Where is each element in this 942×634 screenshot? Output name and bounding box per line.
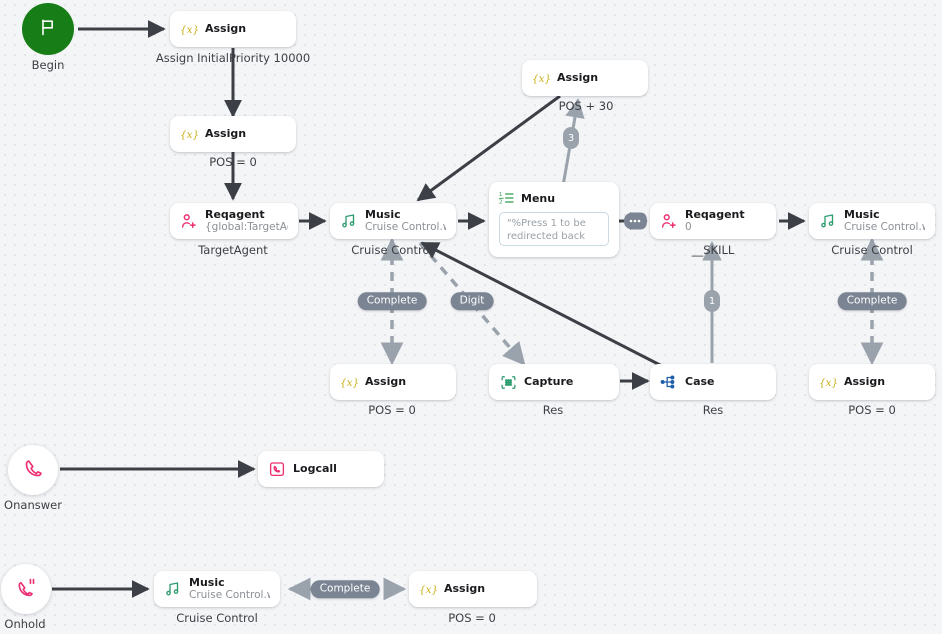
node-menu[interactable]: 1 2 Menu "%Press 1 to be redirected back… xyxy=(489,182,619,257)
capture-icon xyxy=(499,373,517,391)
node-title: Capture xyxy=(524,376,574,388)
node-title: Music xyxy=(365,208,401,221)
node-onanswer[interactable] xyxy=(8,445,58,495)
node-capture-res[interactable]: Capture xyxy=(489,364,619,400)
node-begin-caption: Begin xyxy=(31,58,65,72)
node-title: Music xyxy=(844,208,880,221)
node-begin[interactable] xyxy=(22,3,74,55)
edge-label-complete-right: Complete xyxy=(837,292,907,310)
node-capture-caption: Res xyxy=(542,403,564,417)
node-title: Reqagent xyxy=(205,208,265,221)
node-title: Assign xyxy=(365,376,407,388)
node-logcall[interactable]: Logcall xyxy=(258,451,384,487)
node-title: Menu xyxy=(521,191,556,205)
node-reqagent1-caption: TargetAgent xyxy=(198,243,268,257)
music-icon xyxy=(340,212,358,230)
reqagent-icon xyxy=(660,212,678,230)
node-subtitle: Cruise Control.wav xyxy=(365,220,446,233)
node-subtitle: 0 xyxy=(685,220,692,233)
node-title: Assign xyxy=(205,128,247,140)
node-assign-pos-zero-4[interactable]: {x} Assign xyxy=(409,571,537,607)
node-music-cruise-control-2[interactable]: Music Cruise Control.wav xyxy=(809,203,935,239)
node-subtitle: Cruise Control.wav xyxy=(189,588,270,601)
phone-hold-icon xyxy=(16,577,37,602)
svg-text:{x}: {x} xyxy=(419,583,437,595)
assign-icon: {x} xyxy=(532,69,550,87)
svg-text:{x}: {x} xyxy=(532,72,550,84)
assign-icon: {x} xyxy=(340,373,358,391)
node-title: Assign xyxy=(444,583,486,595)
edge-label-digit: Digit xyxy=(450,292,494,310)
node-reqagent-targetagent[interactable]: Reqagent {global:TargetAgent} xyxy=(170,203,298,239)
node-assign-pos30-caption: POS + 30 xyxy=(558,99,614,113)
node-title: Logcall xyxy=(293,463,337,475)
node-assign5-caption: POS = 0 xyxy=(448,611,496,625)
node-assign-pos-zero-1[interactable]: {x} Assign xyxy=(170,116,296,152)
node-title: Assign xyxy=(844,376,886,388)
node-subtitle: {global:TargetAgent} xyxy=(205,220,288,233)
node-onhold[interactable] xyxy=(1,564,51,614)
logcall-icon xyxy=(268,460,286,478)
case-icon xyxy=(660,373,678,391)
node-onhold-caption: Onhold xyxy=(4,617,46,631)
node-music3-caption: Cruise Control xyxy=(176,611,258,625)
node-assign3-caption: POS = 0 xyxy=(368,403,416,417)
node-reqagent2-caption: __SKILL xyxy=(691,243,735,257)
node-music-cruise-control-1[interactable]: Music Cruise Control.wav xyxy=(330,203,456,239)
node-title: Music xyxy=(189,576,225,589)
node-music-cruise-control-3[interactable]: Music Cruise Control.wav xyxy=(154,571,280,607)
svg-text:{x}: {x} xyxy=(340,376,358,388)
edge-badge-1: 1 xyxy=(704,290,720,312)
node-title: Assign xyxy=(557,72,599,84)
node-subtitle: Cruise Control.wav xyxy=(844,220,925,233)
node-music2-caption: Cruise Control xyxy=(831,243,913,257)
assign-icon: {x} xyxy=(819,373,837,391)
edge-label-complete-left: Complete xyxy=(357,292,427,310)
assign-icon: {x} xyxy=(419,580,437,598)
svg-text:1: 1 xyxy=(499,192,502,198)
node-music1-caption: Cruise Control xyxy=(351,243,433,257)
edge-badge-3: 3 xyxy=(563,127,579,149)
dots-connector[interactable] xyxy=(622,212,648,231)
svg-text:{x}: {x} xyxy=(180,23,198,35)
node-assign-pos-plus-30[interactable]: {x} Assign xyxy=(522,60,648,96)
node-assign1-caption: Assign InitialPriority 10000 xyxy=(155,51,311,65)
node-assign-pos-zero-2[interactable]: {x} Assign xyxy=(330,364,456,400)
node-title: Assign xyxy=(205,23,247,35)
node-assign4-caption: POS = 0 xyxy=(848,403,896,417)
reqagent-icon xyxy=(180,212,198,230)
node-assign-initial-priority[interactable]: {x} Assign xyxy=(170,11,296,47)
svg-text:{x}: {x} xyxy=(819,376,837,388)
music-icon xyxy=(819,212,837,230)
menu-icon: 1 2 xyxy=(498,190,515,206)
edge-label-complete-bottom: Complete xyxy=(310,580,380,598)
svg-text:{x}: {x} xyxy=(180,128,198,140)
node-case-res[interactable]: Case xyxy=(650,364,776,400)
node-case-caption: Res xyxy=(702,403,724,417)
node-assign-pos-zero-3[interactable]: {x} Assign xyxy=(809,364,935,400)
phone-icon xyxy=(23,458,44,483)
menu-prompt-field[interactable]: "%Press 1 to be redirected back t… xyxy=(499,212,609,246)
node-reqagent-skill[interactable]: Reqagent 0 xyxy=(650,203,776,239)
flag-icon xyxy=(38,17,58,41)
assign-icon: {x} xyxy=(180,125,198,143)
music-icon xyxy=(164,580,182,598)
node-assign2-caption: POS = 0 xyxy=(209,155,257,169)
node-title: Reqagent xyxy=(685,208,745,221)
node-title: Case xyxy=(685,376,715,388)
assign-icon: {x} xyxy=(180,20,198,38)
svg-text:2: 2 xyxy=(499,199,502,205)
node-onanswer-caption: Onanswer xyxy=(4,498,62,512)
